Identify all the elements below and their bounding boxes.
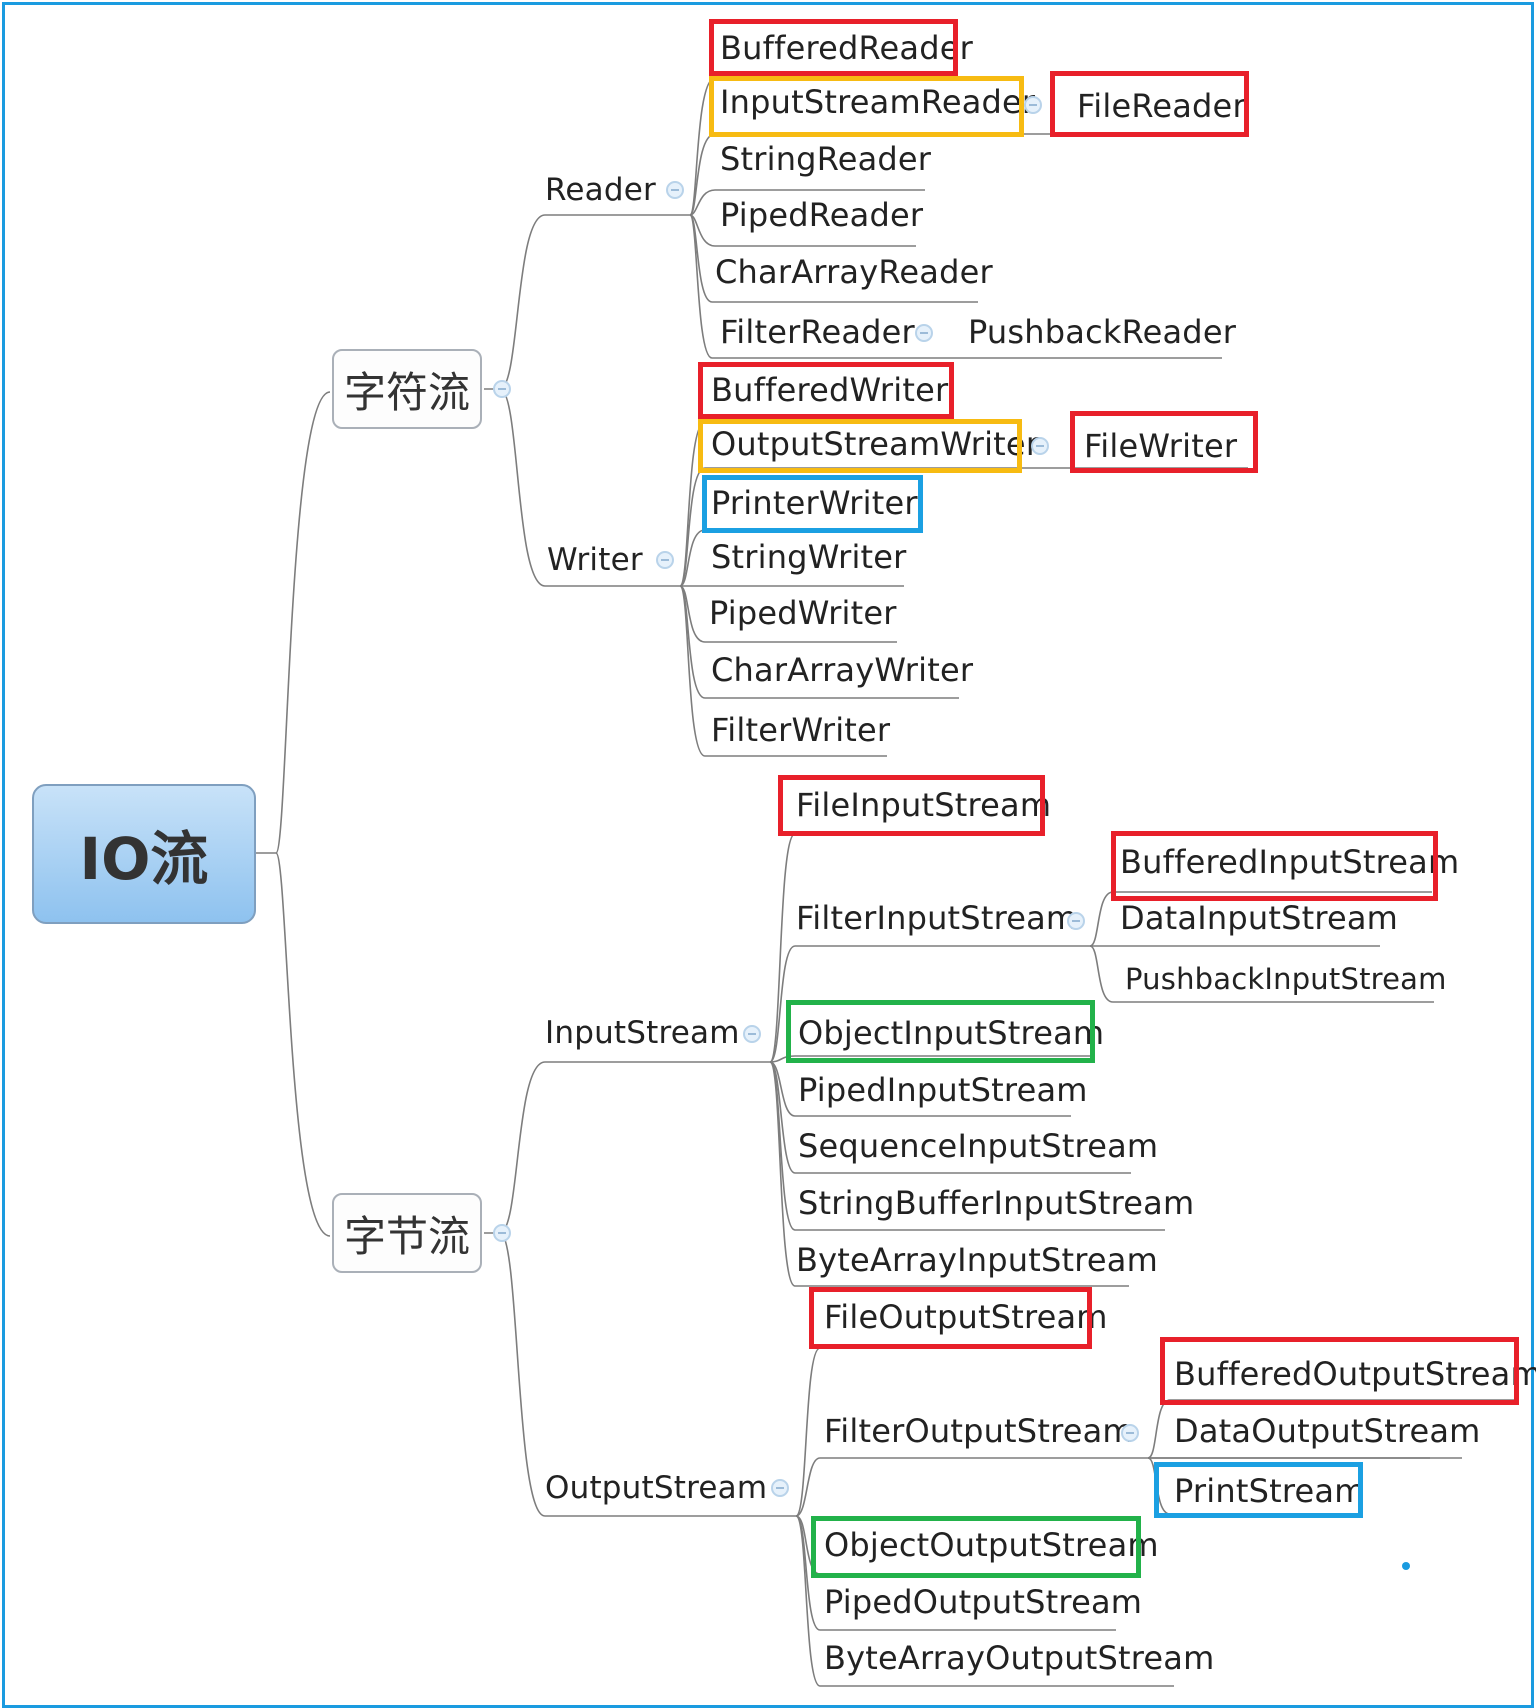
node-chararrayreader[interactable]: CharArrayReader (715, 253, 993, 291)
branch-writer[interactable]: Writer (547, 542, 643, 578)
node-sequenceinputstream[interactable]: SequenceInputStream (798, 1127, 1159, 1165)
collapse-char-icon[interactable] (493, 380, 511, 398)
collapse-outputstream-icon[interactable] (771, 1479, 789, 1497)
node-bufferedreader[interactable]: BufferedReader (720, 29, 973, 67)
node-objectinputstream[interactable]: ObjectInputStream (798, 1014, 1105, 1052)
node-outputstreamwriter[interactable]: OutputStreamWriter (711, 425, 1040, 463)
node-objectoutputstream[interactable]: ObjectOutputStream (824, 1526, 1159, 1564)
node-filteroutputstream[interactable]: FilterOutputStream (824, 1412, 1134, 1450)
branch-inputstream[interactable]: InputStream (545, 1015, 740, 1051)
node-bytearrayoutputstream[interactable]: ByteArrayOutputStream (824, 1639, 1215, 1677)
node-bufferedwriter[interactable]: BufferedWriter (711, 371, 949, 409)
node-chararraywriter[interactable]: CharArrayWriter (711, 651, 974, 689)
node-datainputstream[interactable]: DataInputStream (1120, 899, 1399, 937)
category-byte-stream[interactable]: 字节流 (332, 1193, 482, 1273)
collapse-inputstream-icon[interactable] (743, 1025, 761, 1043)
node-pushbackreader[interactable]: PushbackReader (968, 313, 1237, 351)
node-pipedwriter[interactable]: PipedWriter (709, 594, 897, 632)
category-char-stream[interactable]: 字符流 (332, 349, 482, 429)
collapse-reader-icon[interactable] (666, 181, 684, 199)
node-bytearrayinputstream[interactable]: ByteArrayInputStream (796, 1241, 1158, 1279)
collapse-inputstreamreader-icon[interactable] (1024, 96, 1042, 114)
collapse-writer-icon[interactable] (656, 551, 674, 569)
node-dataoutputstream[interactable]: DataOutputStream (1174, 1412, 1481, 1450)
node-filereader[interactable]: FileReader (1077, 87, 1246, 125)
node-bufferedoutputstream[interactable]: BufferedOutputStream (1174, 1355, 1536, 1393)
node-filterreader[interactable]: FilterReader (720, 313, 915, 351)
branch-reader[interactable]: Reader (545, 172, 656, 208)
node-printerwriter[interactable]: PrinterWriter (711, 484, 918, 522)
node-pushbackinputstream[interactable]: PushbackInputStream (1125, 962, 1447, 996)
collapse-filterreader-icon[interactable] (915, 324, 933, 342)
node-filewriter[interactable]: FileWriter (1084, 427, 1238, 465)
node-stringbufferinputstream[interactable]: StringBufferInputStream (798, 1184, 1195, 1222)
collapse-outputstreamwriter-icon[interactable] (1031, 437, 1049, 455)
node-fileoutputstream[interactable]: FileOutputStream (824, 1298, 1108, 1336)
node-pipedinputstream[interactable]: PipedInputStream (798, 1071, 1088, 1109)
branch-outputstream[interactable]: OutputStream (545, 1470, 768, 1506)
node-pipedreader[interactable]: PipedReader (720, 196, 924, 234)
node-filterwriter[interactable]: FilterWriter (711, 711, 891, 749)
node-pipedoutputstream[interactable]: PipedOutputStream (824, 1583, 1143, 1621)
collapse-byte-icon[interactable] (493, 1224, 511, 1242)
node-stringwriter[interactable]: StringWriter (711, 538, 907, 576)
node-fileinputstream[interactable]: FileInputStream (796, 786, 1052, 824)
node-stringreader[interactable]: StringReader (720, 140, 932, 178)
node-inputstreamreader[interactable]: InputStreamReader (720, 83, 1036, 121)
collapse-filterinputstream-icon[interactable] (1067, 912, 1085, 930)
root-node-io[interactable]: IO流 (32, 784, 256, 924)
collapse-filteroutputstream-icon[interactable] (1121, 1424, 1139, 1442)
stray-dot (1402, 1562, 1410, 1570)
node-printstream[interactable]: PrintStream (1174, 1472, 1366, 1510)
node-bufferedinputstream[interactable]: BufferedInputStream (1120, 843, 1460, 881)
node-filterinputstream[interactable]: FilterInputStream (796, 899, 1078, 937)
